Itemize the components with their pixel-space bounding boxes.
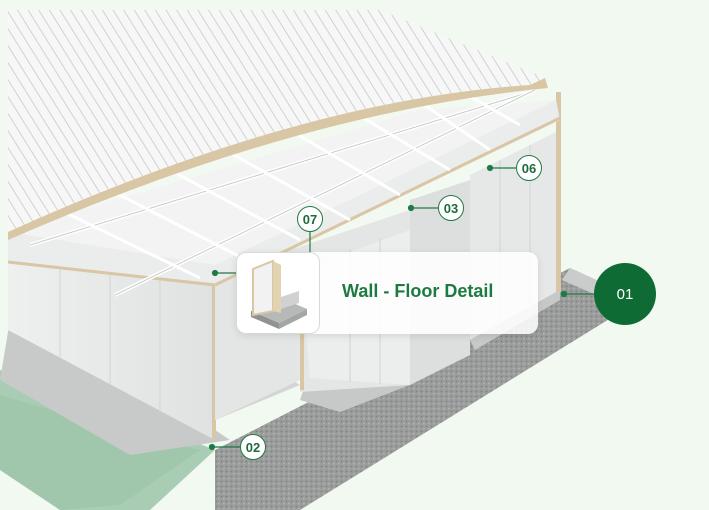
ceiling-and-purlins: [7, 83, 561, 297]
hotspot-01-active[interactable]: 01: [594, 263, 656, 325]
callout-leader-lines: [208, 164, 594, 451]
left-exterior-wall: [8, 262, 216, 440]
card-thumbnail: [236, 252, 320, 334]
detail-card[interactable]: Wall - Floor Detail: [236, 252, 538, 334]
hotspot-07[interactable]: 07: [297, 206, 323, 232]
hotspot-02[interactable]: 02: [240, 434, 266, 460]
wall-floor-junction-icon: [251, 259, 307, 329]
hotspot-03[interactable]: 03: [438, 195, 464, 221]
card-title: Wall - Floor Detail: [342, 281, 494, 301]
corrugated-roof: [8, 10, 548, 240]
hotspot-06[interactable]: 06: [516, 155, 542, 181]
